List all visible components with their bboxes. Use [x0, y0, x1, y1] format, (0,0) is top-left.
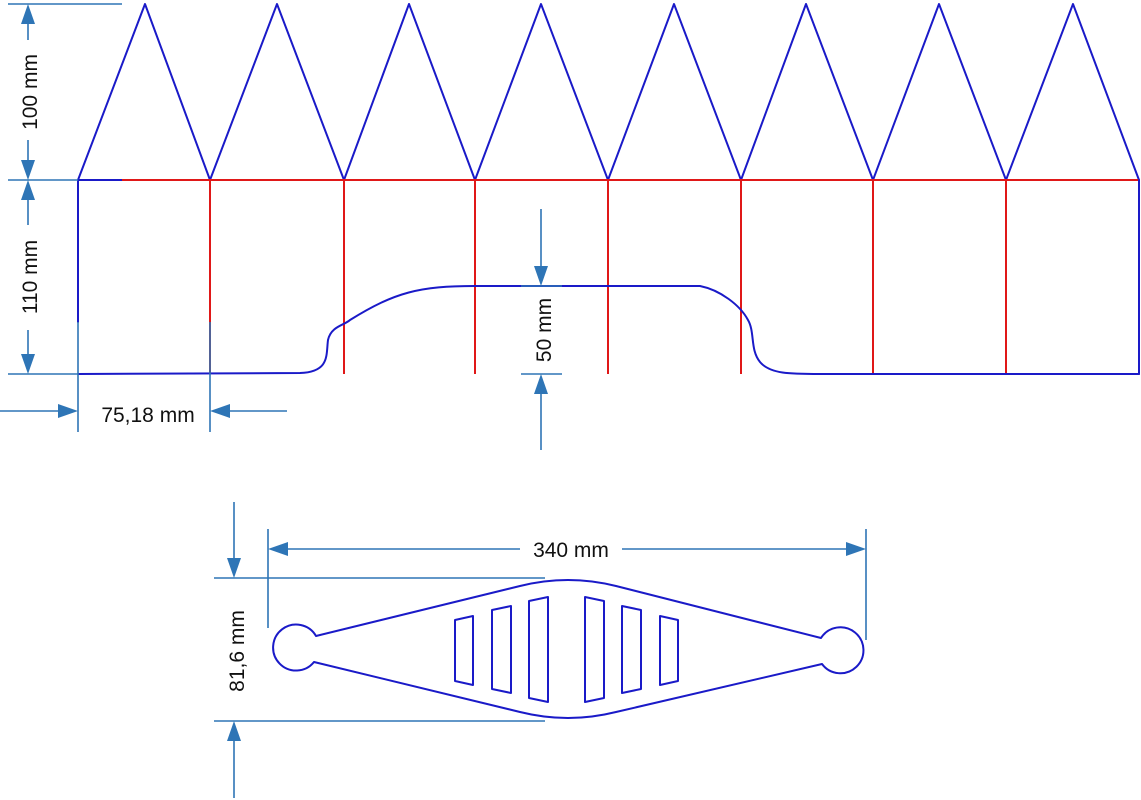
dimension-cutout-height: 50 mm — [521, 209, 562, 450]
dimension-panel-width: 75,18 mm — [0, 322, 287, 432]
slot-4 — [584, 596, 605, 703]
label-panel-width: 75,18 mm — [101, 404, 194, 427]
dimension-bottom-height: 81,6 mm — [214, 502, 545, 798]
band-outline — [77, 179, 1140, 375]
label-bottom-height: 81,6 mm — [226, 610, 249, 692]
dimension-band-height: 110 mm — [8, 180, 78, 375]
label-bottom-width: 340 mm — [533, 539, 609, 562]
fold-lines-vertical — [209, 180, 1007, 374]
slot-3 — [528, 596, 549, 703]
slot-1 — [454, 615, 474, 686]
label-band-height: 110 mm — [19, 240, 42, 314]
label-cutout-height: 50 mm — [533, 298, 556, 362]
label-triangle-height: 100 mm — [19, 54, 42, 130]
bottom-piece — [272, 579, 865, 719]
slot-6 — [659, 615, 679, 686]
slot-2 — [491, 605, 512, 694]
dimension-triangle-height: 100 mm — [8, 3, 122, 181]
dimension-bottom-width: 340 mm — [267, 529, 867, 640]
slot-5 — [621, 605, 642, 694]
triangle-tabs — [77, 3, 1140, 181]
